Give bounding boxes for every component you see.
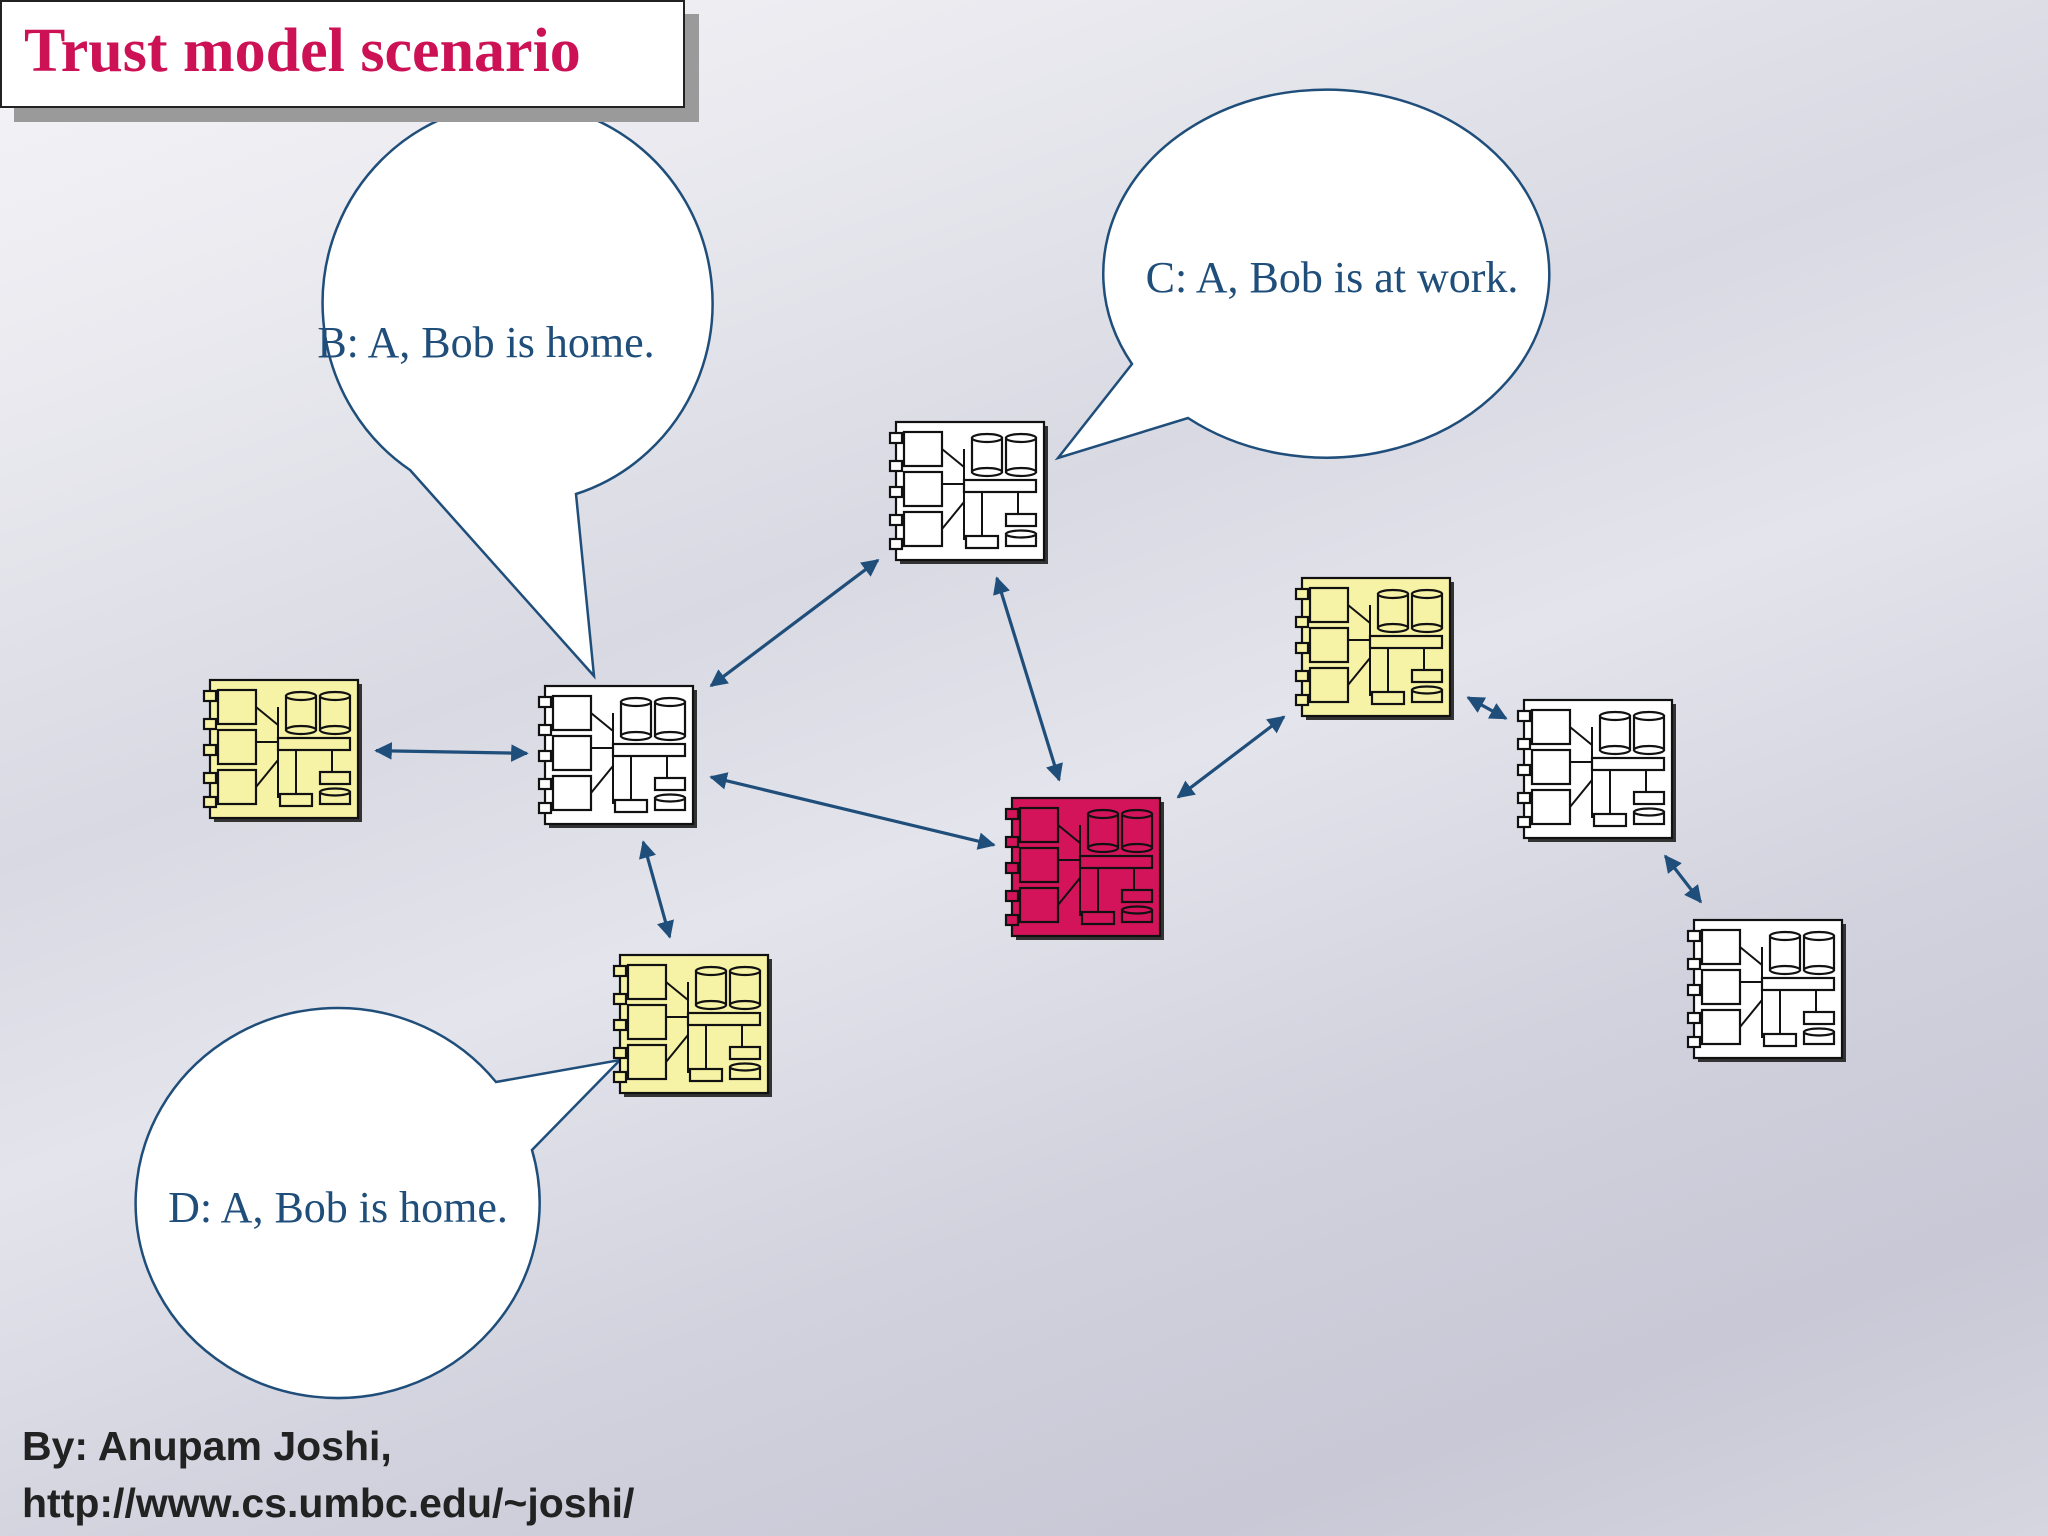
link-yellow-right-white-right (1466, 696, 1508, 720)
links (374, 558, 1703, 939)
node-b (537, 684, 697, 828)
speech-bubble-d: D: A, Bob is home. (134, 1006, 624, 1400)
bubble-d-text: D: A, Bob is home. (168, 1183, 508, 1232)
link-b-c (709, 558, 880, 688)
node-yellow-right (1294, 576, 1454, 720)
link-target-yellow-right (1176, 715, 1286, 799)
speech-bubble-c: C: A, Bob is at work. (1054, 88, 1551, 461)
node-c (888, 420, 1048, 564)
link-yellow-left-b (374, 742, 529, 762)
link-b-target (709, 772, 996, 850)
title-box: Trust model scenario (0, 0, 685, 108)
node-white-right (1516, 698, 1676, 842)
credit: By: Anupam Joshi, http://www.cs.umbc.edu… (22, 1418, 634, 1532)
credit-author: By: Anupam Joshi, (22, 1423, 392, 1469)
nodes (202, 420, 1846, 1097)
node-yellow-left (202, 678, 362, 822)
node-target (1004, 796, 1164, 940)
link-white-right-white-far-right (1663, 854, 1703, 904)
node-d (612, 953, 772, 1097)
speech-bubble-b: B: A, Bob is home. (317, 101, 714, 680)
bubble-b-text: B: A, Bob is home. (317, 318, 654, 367)
node-white-far-right (1686, 918, 1846, 1062)
bubble-c-text: C: A, Bob is at work. (1146, 253, 1519, 302)
credit-url[interactable]: http://www.cs.umbc.edu/~joshi/ (22, 1480, 635, 1526)
link-b-d (639, 840, 674, 939)
page-title: Trust model scenario (24, 17, 581, 85)
link-c-target (993, 576, 1063, 782)
